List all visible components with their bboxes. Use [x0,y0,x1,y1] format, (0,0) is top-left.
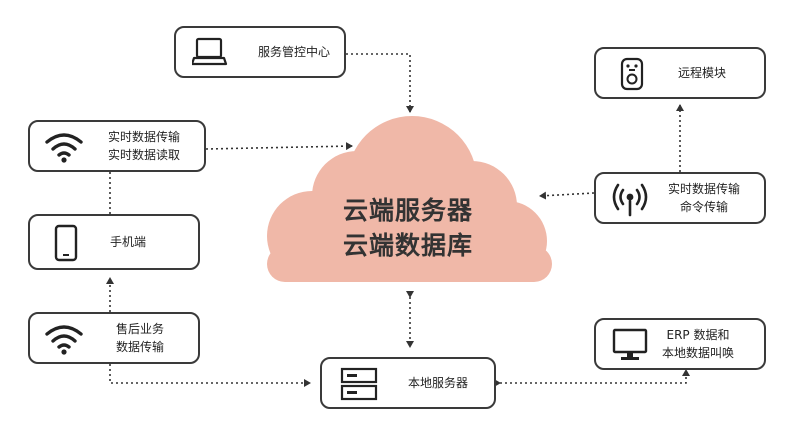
realtime-wifi-label: 实时数据传输 实时数据读取 [108,128,180,164]
mobile-label: 手机端 [110,235,147,249]
cloud-label-server: 云端服务器 [342,196,473,225]
connector-service-to-cloud [346,53,414,113]
service-center-label: 服务管控中心 [258,45,331,59]
after-sales-label-line1: 售后业务 [116,322,165,336]
broadcast-icon [612,183,648,217]
signal-label-line1: 实时数据传输 [668,182,741,196]
erp-label-line2: 本地数据叫唤 [662,346,735,360]
wifi-icon [45,325,83,355]
local-server-node: 本地服务器 [320,357,496,409]
remote-module-label: 远程模块 [678,66,727,80]
erp-label-line1: ERP 数据和 [666,328,730,342]
server-icon [340,367,378,401]
realtime-wifi-label-line2: 实时数据读取 [108,148,181,162]
realtime-wifi-node: 实时数据传输 实时数据读取 [28,120,206,172]
remote-module-node: 远程模块 [594,47,766,99]
connector-after-sales-to-server [109,364,311,387]
signal-label-line2: 命令传输 [680,200,729,214]
remote-device-icon [620,57,644,91]
wifi-icon [45,133,83,163]
cloud-label-database: 云端数据库 [342,231,473,260]
erp-node: ERP 数据和 本地数据叫唤 [594,318,766,370]
mobile-node: 手机端 [28,214,200,270]
signal-node: 实时数据传输 命令传输 [594,172,766,224]
service-center-node: 服务管控中心 [174,26,346,78]
connector-server-erp [494,369,690,387]
erp-label: ERP 数据和 本地数据叫唤 [662,326,734,362]
cloud-shape [267,116,552,282]
smartphone-icon [54,224,78,262]
laptop-icon [192,37,228,66]
monitor-icon [612,328,648,360]
after-sales-label-line2: 数据传输 [116,340,165,354]
connector-signal-to-cloud [539,191,595,200]
realtime-wifi-label-line1: 实时数据传输 [108,130,181,144]
connector-wifi-to-cloud [205,142,353,151]
local-server-label: 本地服务器 [408,376,469,390]
after-sales-wifi-node: 售后业务 数据传输 [28,312,200,364]
signal-label: 实时数据传输 命令传输 [668,180,740,216]
after-sales-label: 售后业务 数据传输 [116,320,164,356]
